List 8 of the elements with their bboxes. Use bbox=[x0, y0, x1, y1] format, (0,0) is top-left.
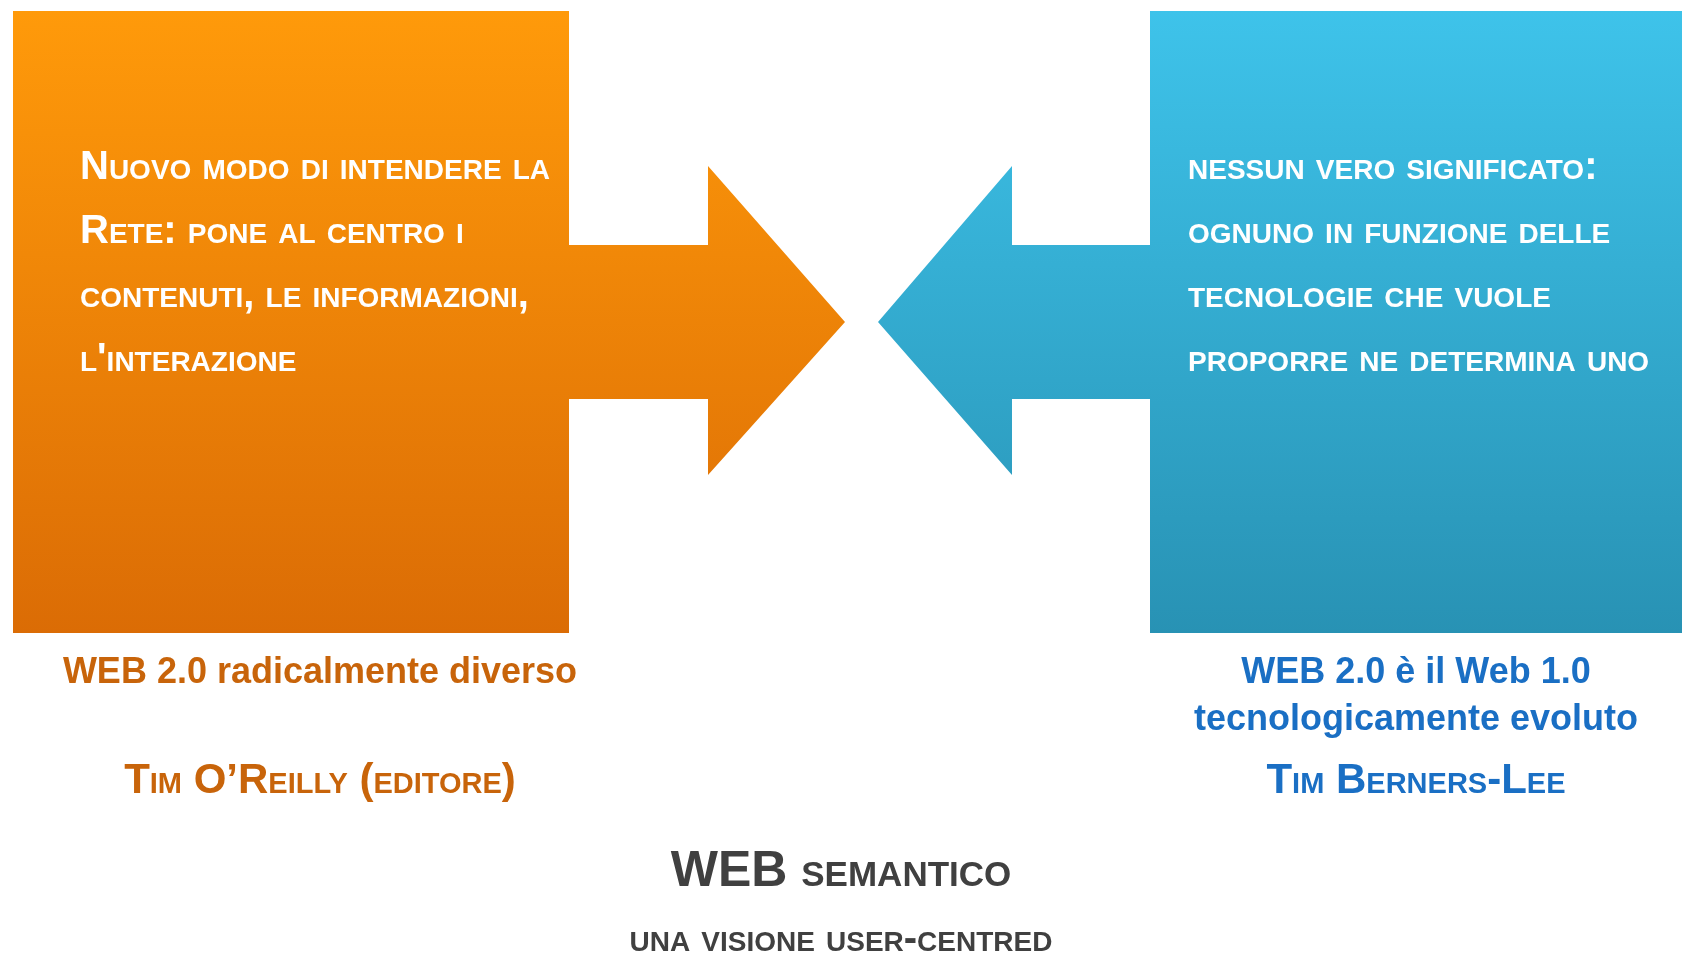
author-name: Tim Berners-Lee bbox=[1265, 754, 1567, 804]
callout-text: nessun vero significato: ognuno in funzione delle tecnologie che vuole proporre ne determina uno bbox=[1188, 142, 1651, 381]
heading-text: WEB semantico bbox=[669, 840, 1013, 898]
callout-text: Nuovo modo di intendere la Rete: pone al centro i contenuti, le informazioni, l'interazione bbox=[80, 142, 550, 381]
author-name: Tim O’Reilly (editore) bbox=[123, 754, 517, 804]
caption-text: WEB 2.0 è il Web 1.0 tecnologicamente evoluto bbox=[1192, 649, 1640, 740]
subheading-text: una visione user-centred bbox=[628, 915, 1054, 960]
caption-text: WEB 2.0 radicalmente diverso bbox=[61, 649, 579, 693]
